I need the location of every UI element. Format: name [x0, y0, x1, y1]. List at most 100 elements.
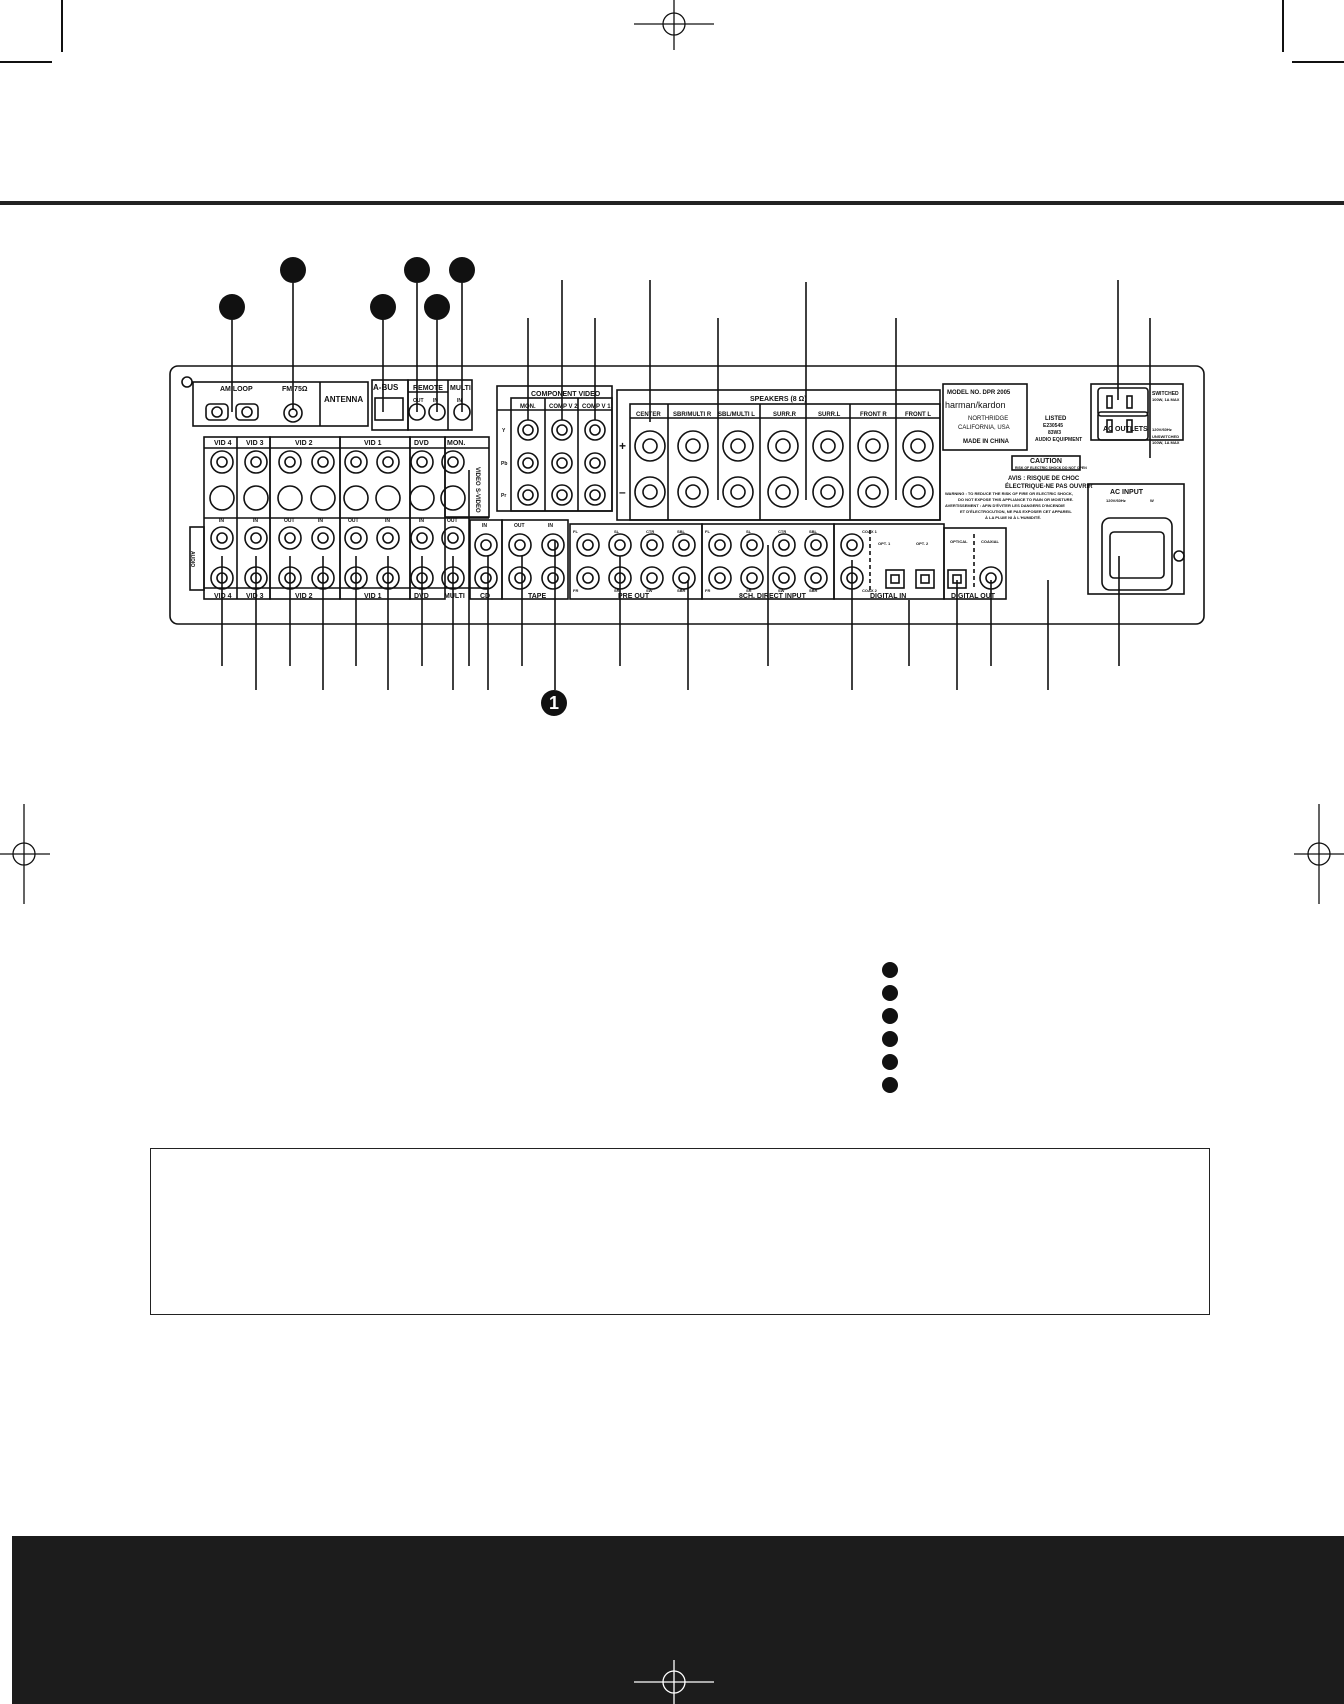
- svg-text:AVIS : RISQUE DE CHOC: AVIS : RISQUE DE CHOC: [1008, 476, 1080, 482]
- svg-text:FL: FL: [573, 529, 578, 534]
- svg-text:SBR/MULTI R: SBR/MULTI R: [673, 412, 712, 418]
- svg-text:SL: SL: [746, 529, 752, 534]
- svg-text:VID 4: VID 4: [214, 440, 232, 447]
- crop-mark: [61, 0, 63, 52]
- svg-text:À LA PLUIE NI À L'HUMIDITÉ.: À LA PLUIE NI À L'HUMIDITÉ.: [985, 515, 1041, 520]
- svg-text:IN: IN: [253, 518, 258, 524]
- svg-text:RISK OF ELECTRIC SHOCK DO NOT: RISK OF ELECTRIC SHOCK DO NOT OPEN: [1015, 466, 1087, 470]
- callout-badge: [370, 294, 396, 320]
- svg-text:FL: FL: [705, 529, 710, 534]
- svg-text:IN: IN: [548, 523, 553, 529]
- svg-text:OPT. 2: OPT. 2: [916, 541, 929, 546]
- callout-badge: [219, 294, 245, 320]
- svg-text:SBR: SBR: [809, 588, 818, 593]
- svg-text:FRONT L: FRONT L: [905, 412, 931, 418]
- registration-mark-top: [634, 0, 714, 50]
- svg-text:DVD: DVD: [414, 440, 429, 447]
- svg-text:OUT: OUT: [284, 518, 295, 524]
- svg-text:MULTI: MULTI: [444, 593, 465, 600]
- svg-text:IN: IN: [385, 518, 390, 524]
- svg-text:UNSWITCHED: UNSWITCHED: [1152, 434, 1179, 439]
- svg-text:OUT: OUT: [514, 523, 525, 529]
- svg-text:FR: FR: [573, 588, 578, 593]
- svg-text:COAX 1: COAX 1: [862, 529, 878, 534]
- svg-text:MON.: MON.: [520, 404, 536, 410]
- svg-text:CTR: CTR: [646, 529, 654, 534]
- svg-text:DIGITAL IN: DIGITAL IN: [870, 593, 906, 600]
- svg-text:W: W: [1150, 498, 1154, 503]
- svg-text:COMPONENT VIDEO: COMPONENT VIDEO: [531, 391, 601, 398]
- svg-text:SL: SL: [614, 529, 620, 534]
- svg-text:CALIFORNIA, USA: CALIFORNIA, USA: [958, 425, 1010, 431]
- svg-text:SBL: SBL: [677, 529, 686, 534]
- svg-text:SBR: SBR: [677, 588, 686, 593]
- svg-text:FR: FR: [705, 588, 710, 593]
- svg-text:CAUTION: CAUTION: [1030, 458, 1062, 465]
- legend-bullet: [882, 1077, 898, 1093]
- svg-text:SR: SR: [746, 588, 752, 593]
- svg-text:83W3: 83W3: [1048, 430, 1061, 436]
- svg-text:VIDEO: VIDEO: [474, 467, 480, 486]
- svg-text:120V/60Hz: 120V/60Hz: [1152, 427, 1172, 432]
- svg-text:SW: SW: [778, 588, 785, 593]
- svg-text:AM LOOP: AM LOOP: [220, 386, 253, 393]
- svg-text:VID 4: VID 4: [214, 593, 232, 600]
- svg-text:ET D'ÉLECTROCUTION, NE PAS EXP: ET D'ÉLECTROCUTION, NE PAS EXPOSER CET A…: [960, 509, 1072, 514]
- svg-text:DVD: DVD: [414, 593, 429, 600]
- svg-text:WARNING : TO REDUCE THE RISK O: WARNING : TO REDUCE THE RISK OF FIRE OR …: [945, 491, 1073, 496]
- svg-text:NORTHRIDGE: NORTHRIDGE: [968, 416, 1008, 422]
- svg-text:SBL/MULTI L: SBL/MULTI L: [718, 412, 755, 418]
- svg-text:SR: SR: [614, 588, 620, 593]
- svg-text:CENTER: CENTER: [636, 412, 661, 418]
- svg-text:COAXIAL: COAXIAL: [981, 539, 1000, 544]
- svg-text:SURR.L: SURR.L: [818, 412, 841, 418]
- notice-box: [150, 1148, 1210, 1315]
- svg-text:100W, 1A MAX: 100W, 1A MAX: [1152, 397, 1180, 402]
- svg-text:TAPE: TAPE: [528, 593, 546, 600]
- callout-badge: [404, 257, 430, 283]
- svg-text:PRE OUT: PRE OUT: [618, 593, 650, 600]
- crop-mark: [1282, 0, 1284, 52]
- svg-text:Y: Y: [502, 428, 506, 434]
- svg-text:COMP V 1: COMP V 1: [582, 404, 611, 410]
- crop-mark: [1292, 61, 1344, 63]
- legend-bullet: [882, 1054, 898, 1070]
- svg-text:MODEL NO. DPR 2005: MODEL NO. DPR 2005: [947, 390, 1011, 396]
- legend-bullet: [882, 962, 898, 978]
- callout-badge: [449, 257, 475, 283]
- header-rule: [0, 201, 1344, 205]
- svg-text:E230545: E230545: [1043, 423, 1063, 429]
- svg-text:SW: SW: [646, 588, 653, 593]
- svg-text:VID 1: VID 1: [364, 440, 382, 447]
- registration-mark-bottom: [634, 1660, 714, 1704]
- svg-text:IN: IN: [482, 523, 487, 529]
- svg-text:Pb: Pb: [501, 461, 507, 467]
- svg-text:IN: IN: [419, 518, 424, 524]
- rear-panel-diagram: AM LOOP FM 75Ω ANTENNA A-BUS REMOTE OUT …: [169, 280, 1205, 690]
- callout-badge: [424, 294, 450, 320]
- svg-text:MADE IN CHINA: MADE IN CHINA: [963, 439, 1010, 445]
- svg-text:MULTI: MULTI: [450, 385, 471, 392]
- svg-text:120V/60Hz: 120V/60Hz: [1106, 498, 1126, 503]
- svg-text:OUT: OUT: [348, 518, 359, 524]
- legend-bullet: [882, 1031, 898, 1047]
- svg-text:S-VIDEO: S-VIDEO: [474, 488, 480, 513]
- svg-text:SPEAKERS (8 Ω): SPEAKERS (8 Ω): [750, 396, 807, 403]
- svg-text:100W, 1A MAX: 100W, 1A MAX: [1152, 440, 1180, 445]
- registration-mark-right: [1294, 804, 1344, 904]
- legend-bullet: [882, 1008, 898, 1024]
- svg-text:COAX 2: COAX 2: [862, 588, 878, 593]
- svg-text:SURR.R: SURR.R: [773, 412, 797, 418]
- svg-text:IN: IN: [318, 518, 323, 524]
- svg-text:OPTICAL: OPTICAL: [950, 539, 968, 544]
- svg-text:SWITCHED: SWITCHED: [1152, 391, 1179, 397]
- svg-text:OUT: OUT: [447, 518, 458, 524]
- svg-text:AC INPUT: AC INPUT: [1110, 489, 1144, 496]
- svg-text:LISTED: LISTED: [1045, 416, 1067, 422]
- svg-text:harman/kardon: harman/kardon: [945, 400, 1006, 410]
- svg-text:SBL: SBL: [809, 529, 818, 534]
- svg-text:Pr: Pr: [501, 493, 506, 499]
- svg-text:FM 75Ω: FM 75Ω: [282, 386, 308, 393]
- svg-text:IN: IN: [433, 398, 438, 404]
- callout-badge-1: 1: [541, 690, 567, 716]
